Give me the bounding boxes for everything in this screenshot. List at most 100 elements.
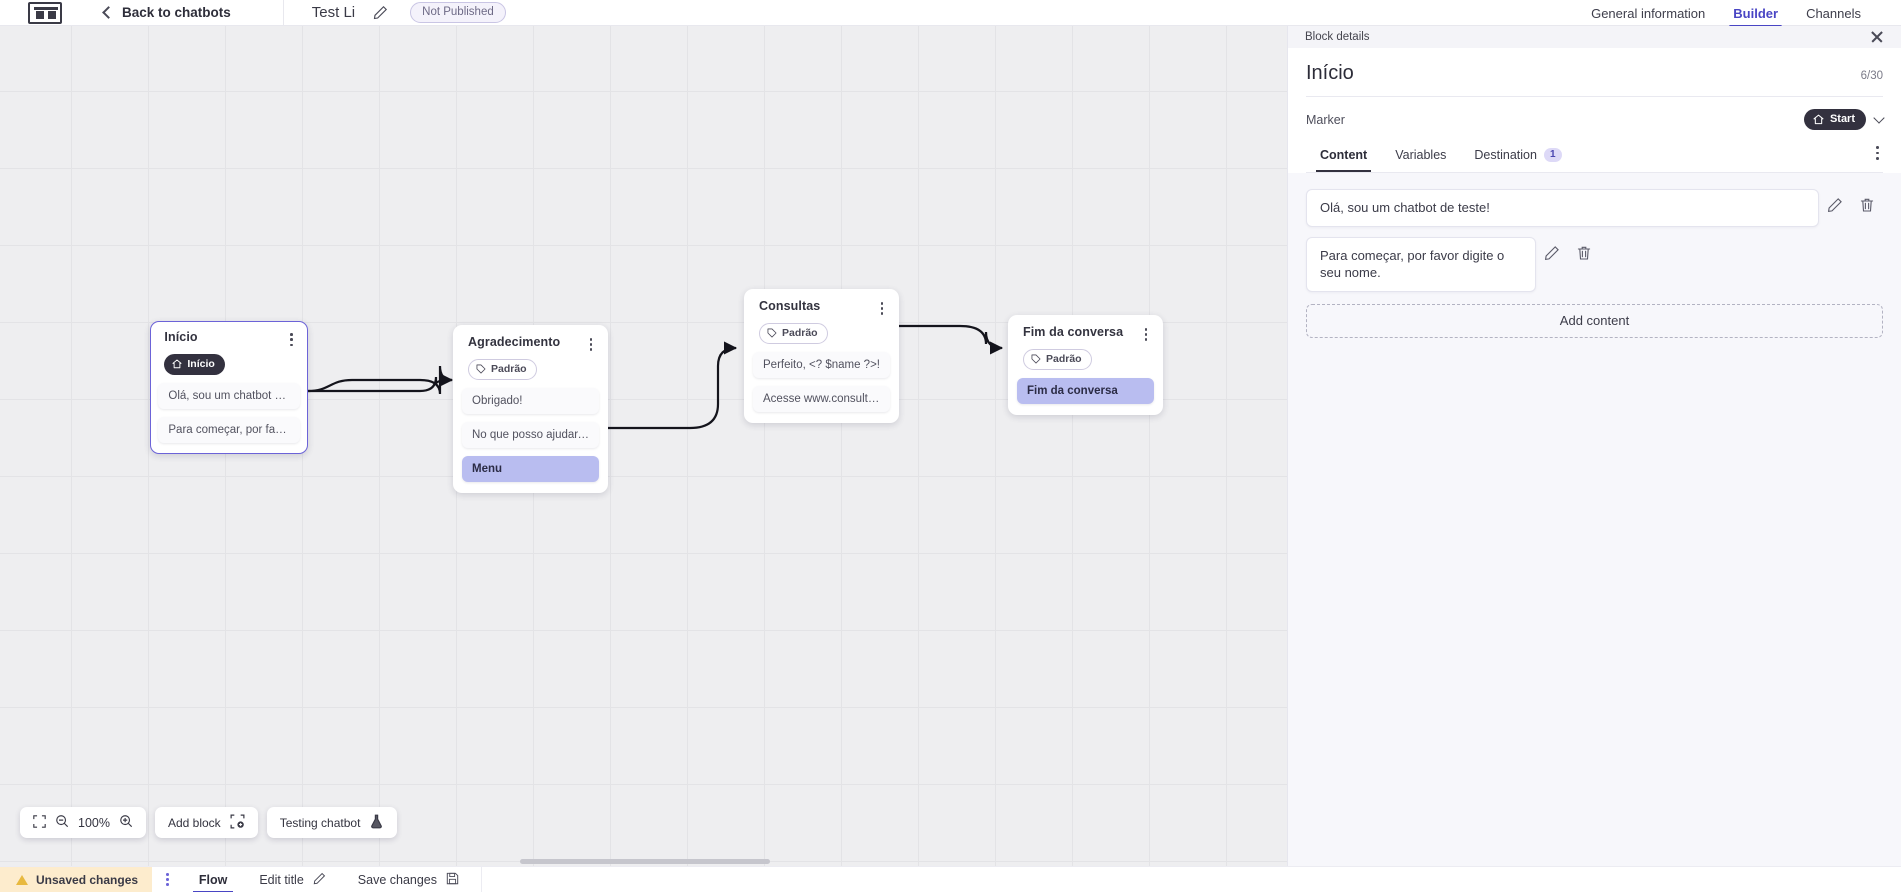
zoom-control[interactable]: 100%: [20, 807, 146, 838]
delete-content-trash-icon[interactable]: [1568, 245, 1600, 261]
node-row[interactable]: Para começar, por favor digite o ...: [158, 417, 300, 444]
unsaved-changes-indicator: Unsaved changes: [0, 866, 153, 892]
node-header: Fim da conversa: [1017, 325, 1154, 341]
bottom-bar-divider: [481, 866, 483, 892]
tab-variables[interactable]: Variables: [1381, 140, 1460, 172]
back-to-chatbots-link[interactable]: Back to chatbots: [102, 5, 231, 20]
marker-select[interactable]: Start: [1803, 109, 1885, 130]
content-item-actions: [1819, 189, 1883, 213]
node-badge-label: Padrão: [491, 362, 527, 375]
edit-content-pencil-icon[interactable]: [1819, 197, 1851, 213]
bottom-bar: Unsaved changes Flow Edit title Save cha…: [0, 866, 1901, 892]
edit-title-label: Edit title: [259, 872, 304, 887]
tab-channels[interactable]: Channels: [1806, 5, 1861, 21]
node-title: Consultas: [759, 299, 821, 313]
bottom-bar-kebab-icon[interactable]: [152, 872, 183, 887]
save-changes-button[interactable]: Save changes: [342, 867, 475, 892]
panel-tabs: Content Variables Destination 1: [1306, 140, 1883, 172]
content-text[interactable]: Para começar, por favor digite o seu nom…: [1306, 237, 1536, 292]
edit-content-pencil-icon[interactable]: [1536, 245, 1568, 261]
panel-title-row: Início 6/30: [1306, 48, 1883, 96]
canvas-horizontal-scrollbar[interactable]: [520, 859, 770, 864]
content-item-actions: [1536, 237, 1600, 261]
delete-content-trash-icon[interactable]: [1851, 197, 1883, 213]
add-block-button[interactable]: Add block: [154, 807, 258, 838]
node-menu-kebab-icon[interactable]: [874, 299, 890, 315]
chevron-left-icon: [102, 6, 115, 19]
top-divider: [282, 0, 284, 26]
flow-node-consultas[interactable]: Consultas Padrão Perfeito, <? $name ?>! …: [744, 289, 899, 423]
home-icon: [1813, 114, 1824, 124]
node-row[interactable]: Olá, sou um chatbot de teste!: [158, 383, 300, 410]
destination-count-badge: 1: [1543, 148, 1562, 162]
flow-node-inicio[interactable]: Início Início Olá, sou um chatbot de tes…: [150, 321, 308, 454]
node-menu-kebab-icon[interactable]: [583, 335, 599, 351]
zoom-level-label: 100%: [78, 815, 110, 830]
save-icon: [446, 872, 459, 888]
tabs-underline: [1306, 172, 1883, 173]
panel-title: Início: [1306, 62, 1354, 84]
add-block-label: Add block: [167, 815, 221, 830]
add-block-icon: [230, 814, 245, 832]
node-badge-default: Padrão: [468, 358, 537, 380]
bottom-tab-flow-label: Flow: [198, 872, 228, 887]
node-row-menu[interactable]: Fim da conversa: [1017, 377, 1154, 404]
flow-node-fim-da-conversa[interactable]: Fim da conversa Padrão Fim da conversa: [1008, 315, 1163, 415]
pencil-icon: [313, 872, 326, 888]
content-list: Olá, sou um chatbot de teste! Para começ…: [1288, 173, 1901, 338]
add-content-button[interactable]: Add content: [1306, 303, 1883, 338]
warning-icon: [16, 874, 28, 885]
home-icon: [172, 359, 182, 369]
node-header: Consultas: [753, 299, 890, 315]
node-badge-label: Início: [187, 358, 215, 371]
tab-destination[interactable]: Destination 1: [1460, 140, 1575, 172]
content-text[interactable]: Olá, sou um chatbot de teste!: [1306, 189, 1819, 228]
content-item: Para começar, por favor digite o seu nom…: [1306, 237, 1883, 292]
publish-status-badge: Not Published: [410, 2, 506, 23]
zoom-out-icon[interactable]: [55, 814, 69, 831]
fit-screen-icon[interactable]: [33, 814, 46, 831]
save-changes-label: Save changes: [357, 872, 438, 887]
node-title: Agradecimento: [468, 335, 561, 349]
node-badge-label: Padrão: [1046, 352, 1082, 365]
chevron-down-icon[interactable]: [1873, 112, 1885, 124]
flask-icon: [369, 814, 384, 832]
panel-divider: [1306, 96, 1883, 97]
node-badge-default: Padrão: [759, 322, 828, 344]
panel-tabs-kebab-icon[interactable]: [1872, 146, 1883, 166]
zoom-in-icon[interactable]: [119, 814, 133, 831]
flow-node-agradecimento[interactable]: Agradecimento Padrão Obrigado! No que po…: [453, 325, 608, 493]
block-details-panel: Block details Início 6/30 Marker Start: [1287, 26, 1901, 892]
node-badge-default: Padrão: [1023, 348, 1092, 370]
tag-icon: [767, 328, 777, 338]
close-icon[interactable]: [1870, 30, 1884, 44]
node-header: Início: [158, 330, 300, 347]
testing-chatbot-label: Testing chatbot: [279, 815, 361, 830]
edit-title-pencil-icon[interactable]: [373, 5, 388, 20]
tab-general-information[interactable]: General information: [1591, 5, 1706, 21]
bottom-tab-flow[interactable]: Flow: [183, 867, 243, 892]
marker-value-pill: Start: [1803, 109, 1866, 130]
tab-builder[interactable]: Builder: [1719, 6, 1792, 28]
node-menu-kebab-icon[interactable]: [284, 330, 300, 347]
tab-content[interactable]: Content: [1306, 140, 1381, 172]
tab-variables-label: Variables: [1395, 148, 1447, 162]
node-row-menu[interactable]: Menu: [462, 455, 599, 482]
edit-title-button[interactable]: Edit title: [243, 867, 341, 892]
tab-content-label: Content: [1320, 148, 1368, 162]
top-tabs: General information Builder Channels: [1577, 0, 1875, 28]
node-row[interactable]: No que posso ajudar, <? $name ...: [462, 421, 599, 448]
node-title: Início: [164, 330, 198, 345]
node-badge-label: Padrão: [782, 326, 818, 339]
node-row[interactable]: Acesse www.consultas.com par...: [753, 385, 890, 412]
tag-icon: [476, 364, 486, 374]
testing-chatbot-button[interactable]: Testing chatbot: [266, 807, 398, 838]
flow-canvas[interactable]: Início Início Olá, sou um chatbot de tes…: [0, 26, 1287, 866]
marker-row: Marker Start: [1306, 97, 1885, 140]
node-row[interactable]: Perfeito, <? $name ?>!: [753, 351, 890, 378]
node-row[interactable]: Obrigado!: [462, 387, 599, 414]
character-counter: 6/30: [1860, 70, 1883, 82]
chatbot-title: Test Li: [311, 4, 356, 21]
node-badge-start: Início: [164, 354, 225, 376]
node-menu-kebab-icon[interactable]: [1138, 325, 1154, 341]
